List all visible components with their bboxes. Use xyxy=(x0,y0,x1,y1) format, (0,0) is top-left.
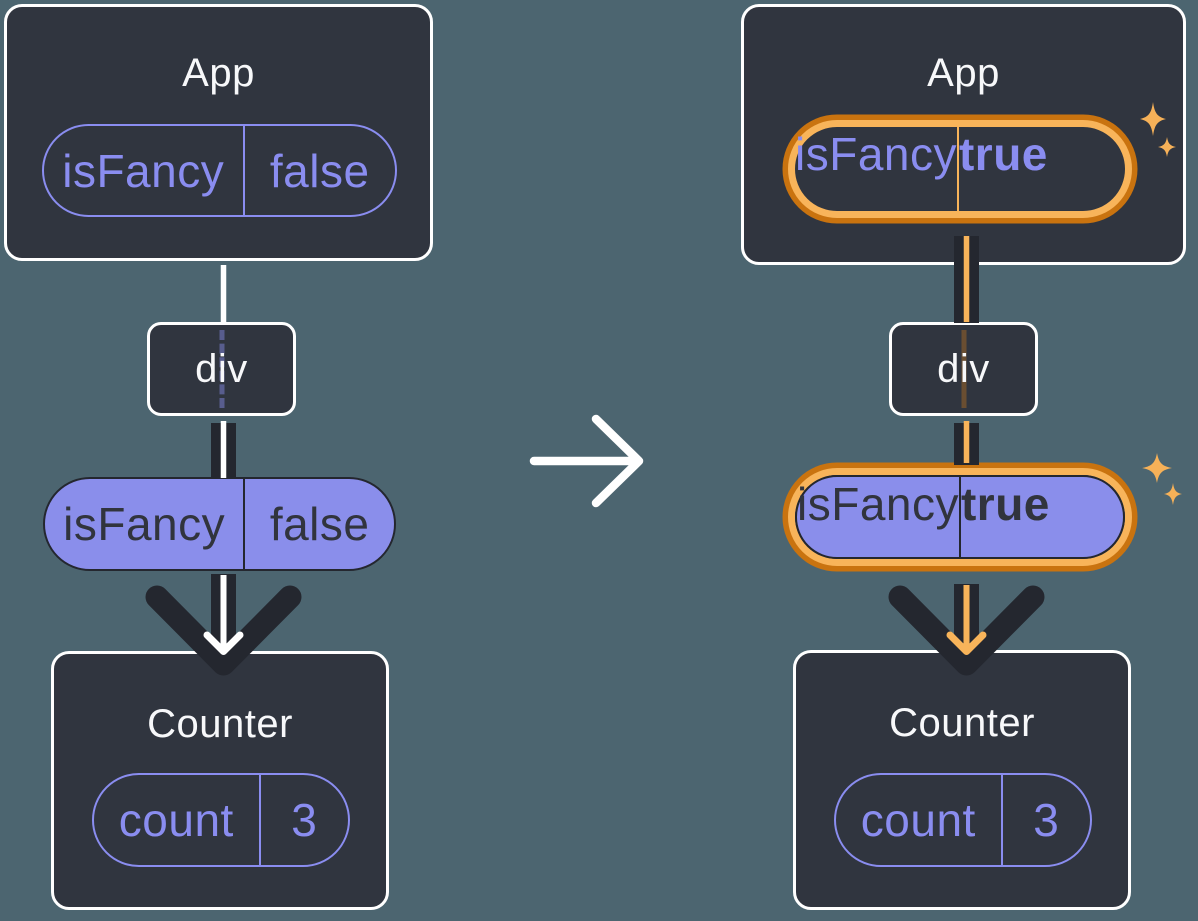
div-node-label: div xyxy=(195,346,248,391)
counter-component-card: Counter count 3 xyxy=(793,650,1131,910)
down-arrowhead-icon xyxy=(203,631,244,655)
state-pill: count 3 xyxy=(833,773,1092,867)
prop-value-label: true xyxy=(958,128,1048,180)
app-component-card: App isFancy true xyxy=(741,4,1186,265)
div-node: div xyxy=(147,322,296,416)
passed-prop-pill: isFancy false xyxy=(43,477,396,571)
div-node-label: div xyxy=(937,346,990,391)
state-value-label: 3 xyxy=(291,794,318,846)
right-arrow-icon xyxy=(529,414,644,508)
after-flow-lines xyxy=(888,236,1045,676)
state-pill-highlighted: isFancy true xyxy=(788,120,1132,218)
counter-component-card: Counter count 3 xyxy=(51,651,389,910)
component-title: Counter xyxy=(147,702,293,746)
prop-flow-stripe xyxy=(961,330,966,408)
state-name-label: count xyxy=(94,775,262,865)
sparkle-icon xyxy=(1142,453,1172,483)
prop-name-label: isFancy xyxy=(44,126,245,215)
prop-value-label: false xyxy=(269,144,370,197)
app-component-card: App isFancy false xyxy=(4,4,433,261)
prop-name-label: isFancy xyxy=(795,127,959,211)
prop-flow-stripe xyxy=(219,330,224,408)
state-pill: isFancy false xyxy=(41,124,397,217)
prop-name-label: isFancy xyxy=(45,479,246,569)
prop-name-label: isFancy xyxy=(797,477,961,557)
div-node: div xyxy=(889,322,1038,416)
state-pill: count 3 xyxy=(91,773,350,867)
component-title: App xyxy=(182,51,255,95)
state-value-label: 3 xyxy=(1033,794,1060,846)
component-title: App xyxy=(927,51,1000,95)
component-title: Counter xyxy=(889,701,1035,745)
state-name-label: count xyxy=(836,775,1004,865)
prop-value-label: true xyxy=(960,478,1050,530)
sparkle-icon xyxy=(1164,483,1182,505)
passed-prop-pill-highlighted: isFancy true xyxy=(788,468,1132,566)
prop-value-label: false xyxy=(269,498,370,550)
